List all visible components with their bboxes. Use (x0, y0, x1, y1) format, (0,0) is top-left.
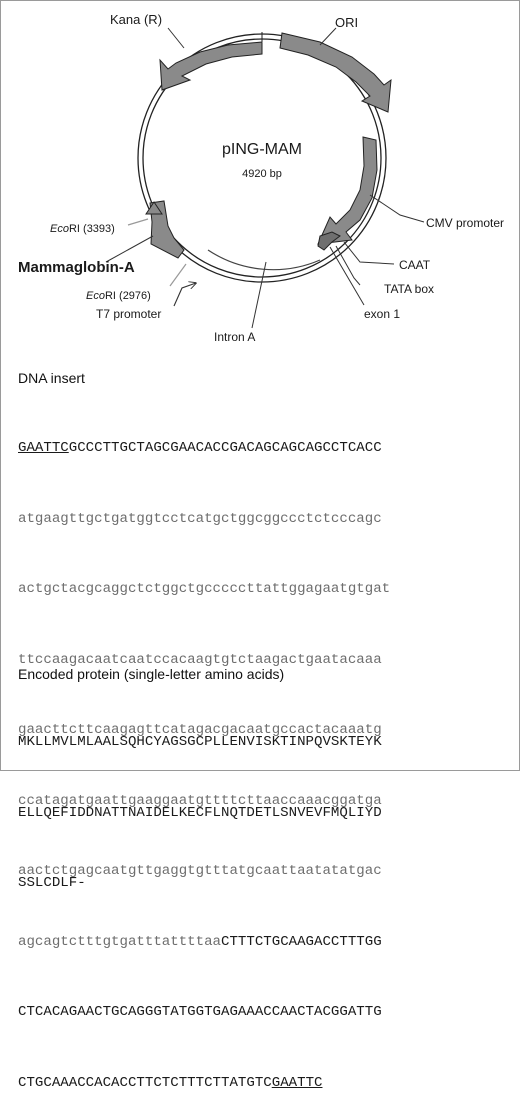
kana-leader (167, 27, 185, 49)
ori-arrow (279, 32, 392, 113)
mammaglobin-arrowhead (145, 201, 163, 215)
cmv-leader (369, 194, 425, 223)
dna-line: agcagtctttgtgatttattttaaCTTTCTGCAAGACCTT… (18, 933, 382, 950)
dna-line: CTCACAGAACTGCAGGGTATGGTGAGAAACCAACTACGGA… (18, 1004, 382, 1020)
mammaglobin-leader (105, 235, 154, 263)
protein-line: MKLLMVLMLAALSQHCYAGSGCPLLENVISKTINPQVSKT… (18, 734, 382, 750)
mammaglobin-label: Mammaglobin-A (18, 259, 135, 276)
protein-title: Encoded protein (single-letter amino aci… (18, 666, 285, 682)
kana-label: Kana (R) (110, 12, 162, 27)
ori-leader (319, 27, 337, 46)
tata-label: TATA box (384, 282, 434, 296)
plasmid-map: Kana (R) ORI pING-MAM 4920 bp CMV promot… (18, 12, 504, 344)
dna-line: CTGCAAACCACACCTTCTCTTTCTTATGTCGAATTC (18, 1074, 323, 1091)
protein-line: SSLCDLF- (18, 875, 86, 891)
ecori-2976-label: EcoRI (2976) (86, 290, 151, 302)
intron-label: Intron A (214, 330, 255, 344)
caat-label: CAAT (399, 258, 431, 272)
figure-frame (0, 0, 520, 771)
ori-label: ORI (335, 15, 358, 30)
tata-leader (335, 245, 361, 286)
exon1-leader (329, 246, 365, 306)
dna-line: actgctacgcaggctctggctgcccccttattggagaatg… (18, 581, 391, 597)
protein-line: ELLQEFIDDNATTNAIDELKECFLNQTDETLSNVEVFMQL… (18, 804, 382, 821)
ecori-2976-leader (169, 263, 187, 287)
plasmid-size: 4920 bp (242, 168, 282, 180)
exon1-label: exon 1 (364, 307, 400, 321)
t7-promoter-arrow (173, 283, 196, 307)
mammaglobin-arrow (149, 200, 185, 259)
cmv-arrow (317, 136, 378, 245)
ecori-3393-leader (127, 218, 149, 226)
dna-line: GAATTCGCCCTTGCTAGCGAACACCGACAGCAGCAGCCTC… (18, 440, 382, 456)
cmv-label: CMV promoter (426, 216, 504, 230)
intron-arc (207, 249, 321, 271)
plasmid-name: pING-MAM (222, 141, 302, 158)
ecori-3393-label: EcoRI (3393) (50, 223, 115, 235)
kana-arrow (159, 32, 263, 91)
protein-sequence: MKLLMVLMLAALSQHCYAGSGCPLLENVISKTINPQVSKT… (18, 684, 382, 919)
caat-leader (343, 241, 395, 265)
dna-line: atgaagttgctgatggtcctcatgctggcggccctctccc… (18, 510, 382, 527)
intron-leader (251, 261, 267, 329)
dna-line: ttccaagacaatcaatccacaagtgtctaagactgaatac… (18, 651, 382, 668)
dna-insert-title: DNA insert (18, 370, 85, 386)
t7-label: T7 promoter (96, 307, 161, 321)
dna-line: gaacttcttcaagagttcatagacgacaatgccactacaa… (18, 722, 382, 738)
exon1-arrow (317, 231, 341, 251)
